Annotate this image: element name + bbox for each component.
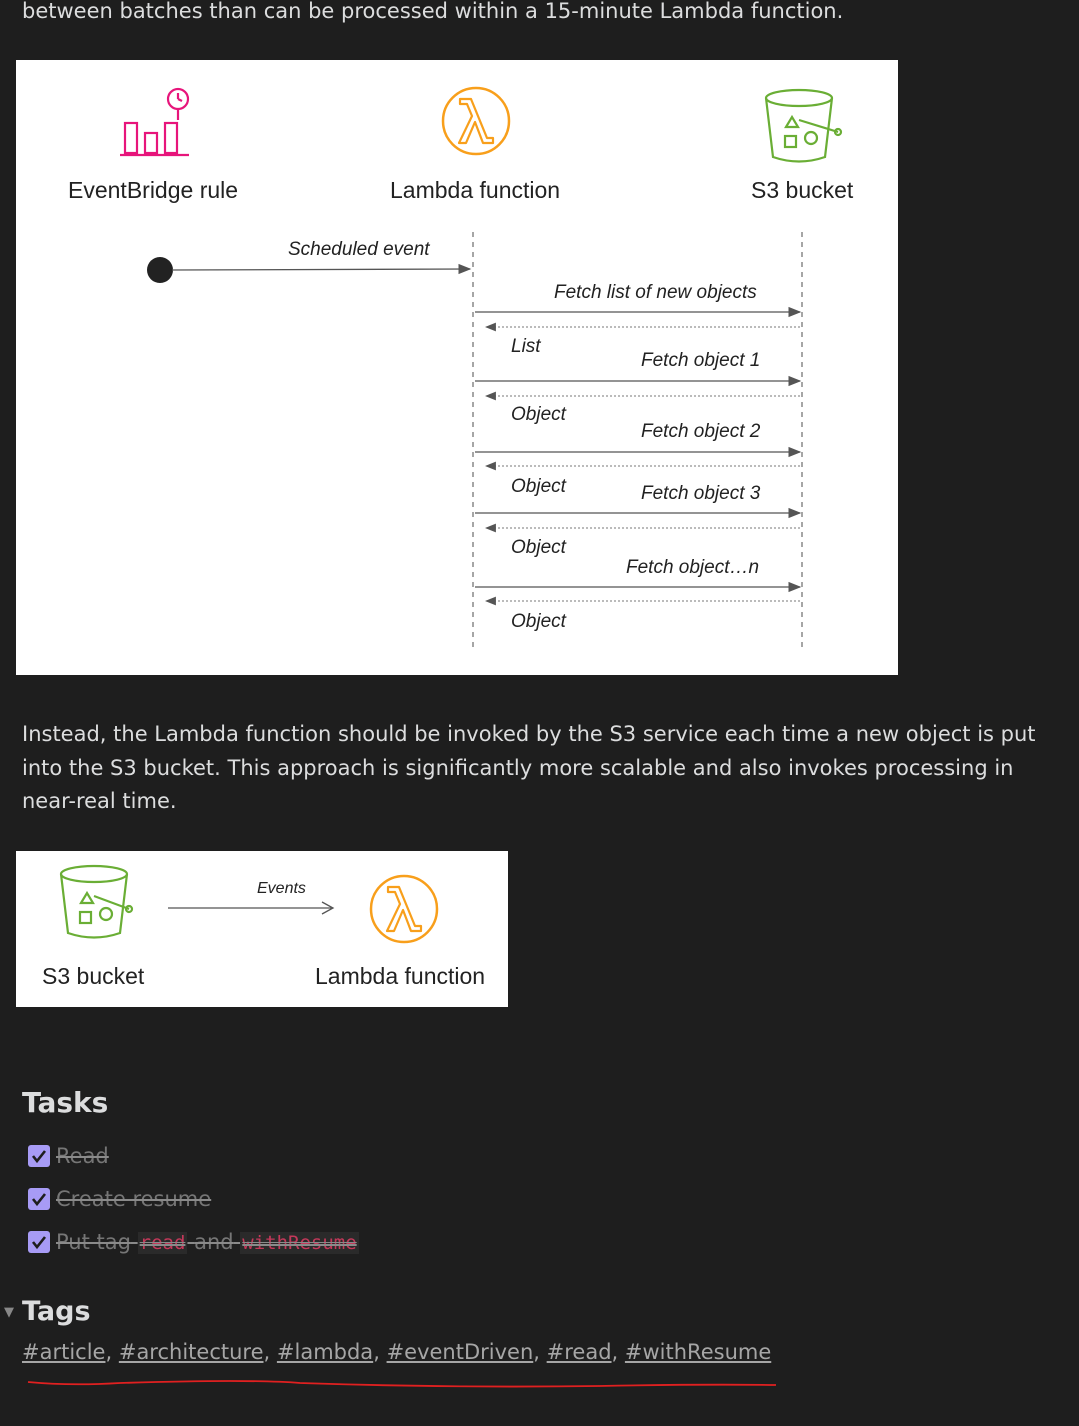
paragraph-s3-invocation: Instead, the Lambda function should be i…	[22, 722, 1036, 813]
tags-list: #article, #architecture, #lambda, #event…	[22, 1340, 771, 1364]
fetch-object-2-label: Fetch object 2	[641, 421, 761, 442]
tag-link[interactable]: #article	[22, 1340, 106, 1364]
object-n-label: Object	[511, 611, 566, 632]
tag-link[interactable]: #architecture	[118, 1340, 264, 1364]
tag-separator: ,	[373, 1340, 380, 1364]
tag-link[interactable]: #read	[546, 1340, 612, 1364]
fetch-object-1-label: Fetch object 1	[641, 350, 761, 371]
object-3-label: Object	[511, 537, 566, 558]
lambda-label: Lambda function	[390, 177, 561, 203]
lambda-label: Lambda function	[315, 963, 486, 989]
task-item: Put tag read and withResume	[28, 1227, 359, 1257]
check-icon	[31, 1150, 47, 1164]
intro-fragment: between batches than can be processed wi…	[22, 0, 844, 23]
check-icon	[31, 1193, 47, 1207]
tasks-heading: Tasks	[22, 1086, 109, 1119]
task-checkbox[interactable]	[28, 1188, 50, 1210]
tag-separator: ,	[611, 1340, 619, 1364]
scheduled-event-label: Scheduled event	[288, 239, 430, 260]
fetch-object-n-label: Fetch object…n	[626, 557, 760, 578]
task-item: Read	[28, 1141, 109, 1171]
task-checkbox[interactable]	[28, 1145, 50, 1167]
tag-separator: ,	[263, 1340, 271, 1364]
task-label-prefix: Put tag	[56, 1230, 131, 1254]
task-checkbox[interactable]	[28, 1231, 50, 1253]
s3-bucket-icon	[764, 88, 843, 163]
object-1-label: Object	[511, 404, 566, 425]
tag-separator: ,	[533, 1340, 540, 1364]
tags-heading: Tags	[22, 1296, 91, 1327]
task-label: Create resume	[56, 1187, 212, 1211]
s3-bucket-icon	[59, 864, 134, 939]
start-dot	[147, 257, 173, 283]
fetch-list-label: Fetch list of new objects	[554, 282, 757, 303]
check-icon	[31, 1236, 47, 1250]
collapse-triangle-icon[interactable]: ▼	[4, 1305, 14, 1320]
s3-label: S3 bucket	[42, 963, 145, 989]
inline-code-withresume: withResume	[240, 1232, 359, 1254]
task-label: Read	[56, 1144, 109, 1168]
task-item: Create resume	[28, 1184, 211, 1214]
sequence-diagram: EventBridge rule Lambda function S3 buck…	[16, 60, 898, 675]
object-2-label: Object	[511, 476, 566, 497]
s3-label: S3 bucket	[751, 177, 854, 203]
events-label: Events	[257, 880, 306, 897]
inline-code-read: read	[137, 1232, 188, 1254]
task-label-middle: and	[194, 1230, 234, 1254]
eventbridge-label: EventBridge rule	[68, 177, 239, 203]
event-driven-diagram: S3 bucket Events Lambda function	[16, 851, 508, 1007]
tag-link[interactable]: #withResume	[624, 1340, 772, 1364]
sequence-diagram-graphics	[120, 86, 843, 650]
lambda-icon	[441, 86, 511, 156]
tag-separator: ,	[105, 1340, 113, 1364]
lambda-icon	[369, 874, 439, 944]
tag-link[interactable]: #lambda	[276, 1340, 374, 1364]
list-label: List	[511, 336, 541, 357]
tag-link[interactable]: #eventDriven	[386, 1340, 534, 1364]
event-driven-diagram-graphics	[59, 864, 439, 944]
fetch-object-3-label: Fetch object 3	[641, 483, 761, 504]
red-annotation-underline	[27, 1380, 777, 1388]
task-label: Put tag read and withResume	[56, 1230, 359, 1254]
eventbridge-icon	[120, 87, 190, 157]
